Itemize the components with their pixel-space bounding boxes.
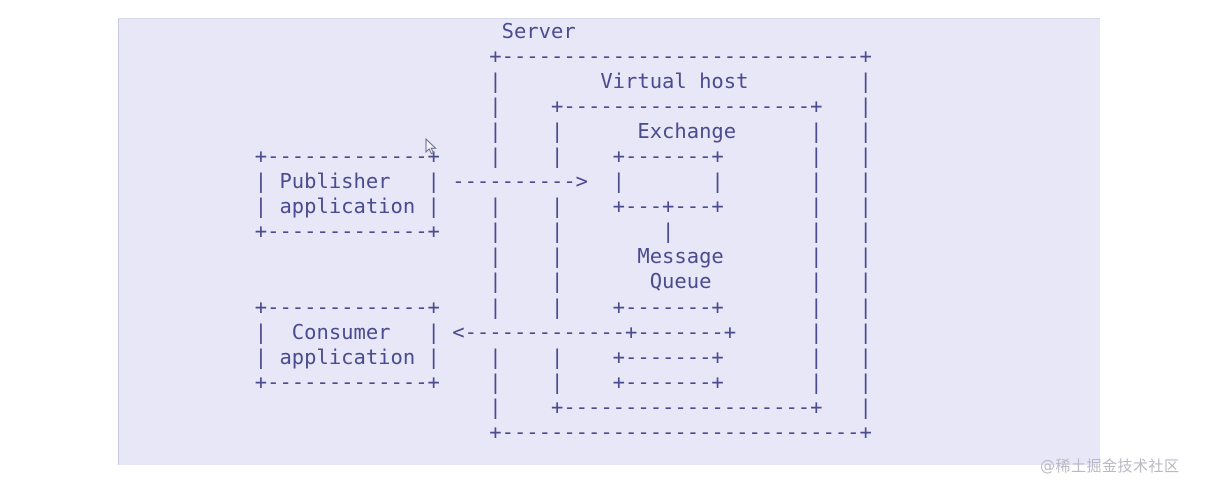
ascii-art-diagram: Server +-----------------------------+ |… [254, 19, 872, 444]
watermark-label: @稀土掘金技术社区 [1040, 457, 1180, 475]
diagram-panel: Server +-----------------------------+ |… [118, 18, 1100, 465]
